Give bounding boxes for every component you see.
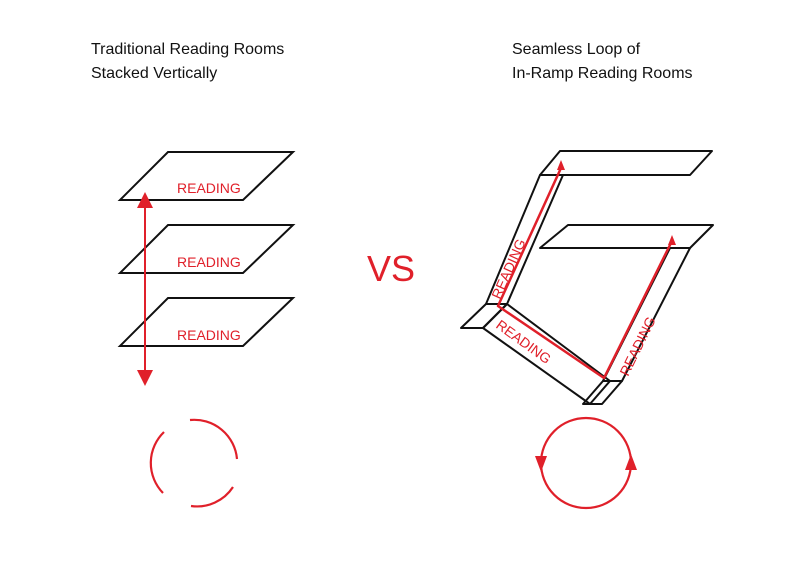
upper-floor [539,150,713,176]
loop-arrowheads [557,160,676,245]
right-title-line1: Seamless Loop of [512,41,641,58]
floor-bottom [117,297,296,347]
bottom-landing [582,380,623,405]
floor-label-top: READING [177,180,241,196]
right-title-line2: In-Ramp Reading Rooms [512,65,693,82]
stacked-floors [117,151,296,347]
right-title: Seamless Loop of In-Ramp Reading Rooms [512,38,693,86]
floor-top [117,151,296,201]
loop-path [496,167,673,380]
vs-label: VS [367,248,415,289]
loop-circle-icon [535,416,637,510]
lower-floor [539,224,714,249]
left-title-line2: Stacked Vertically [91,65,218,82]
left-title-line1: Traditional Reading Rooms [91,41,285,58]
broken-circle-icon [149,418,239,508]
floor-label-middle: READING [177,254,241,270]
right-ramp [602,247,691,382]
ramp-label-right: READING [616,314,658,378]
floor-label-bottom: READING [177,327,241,343]
left-title: Traditional Reading Rooms Stacked Vertic… [91,38,284,86]
floor-middle [117,224,296,274]
